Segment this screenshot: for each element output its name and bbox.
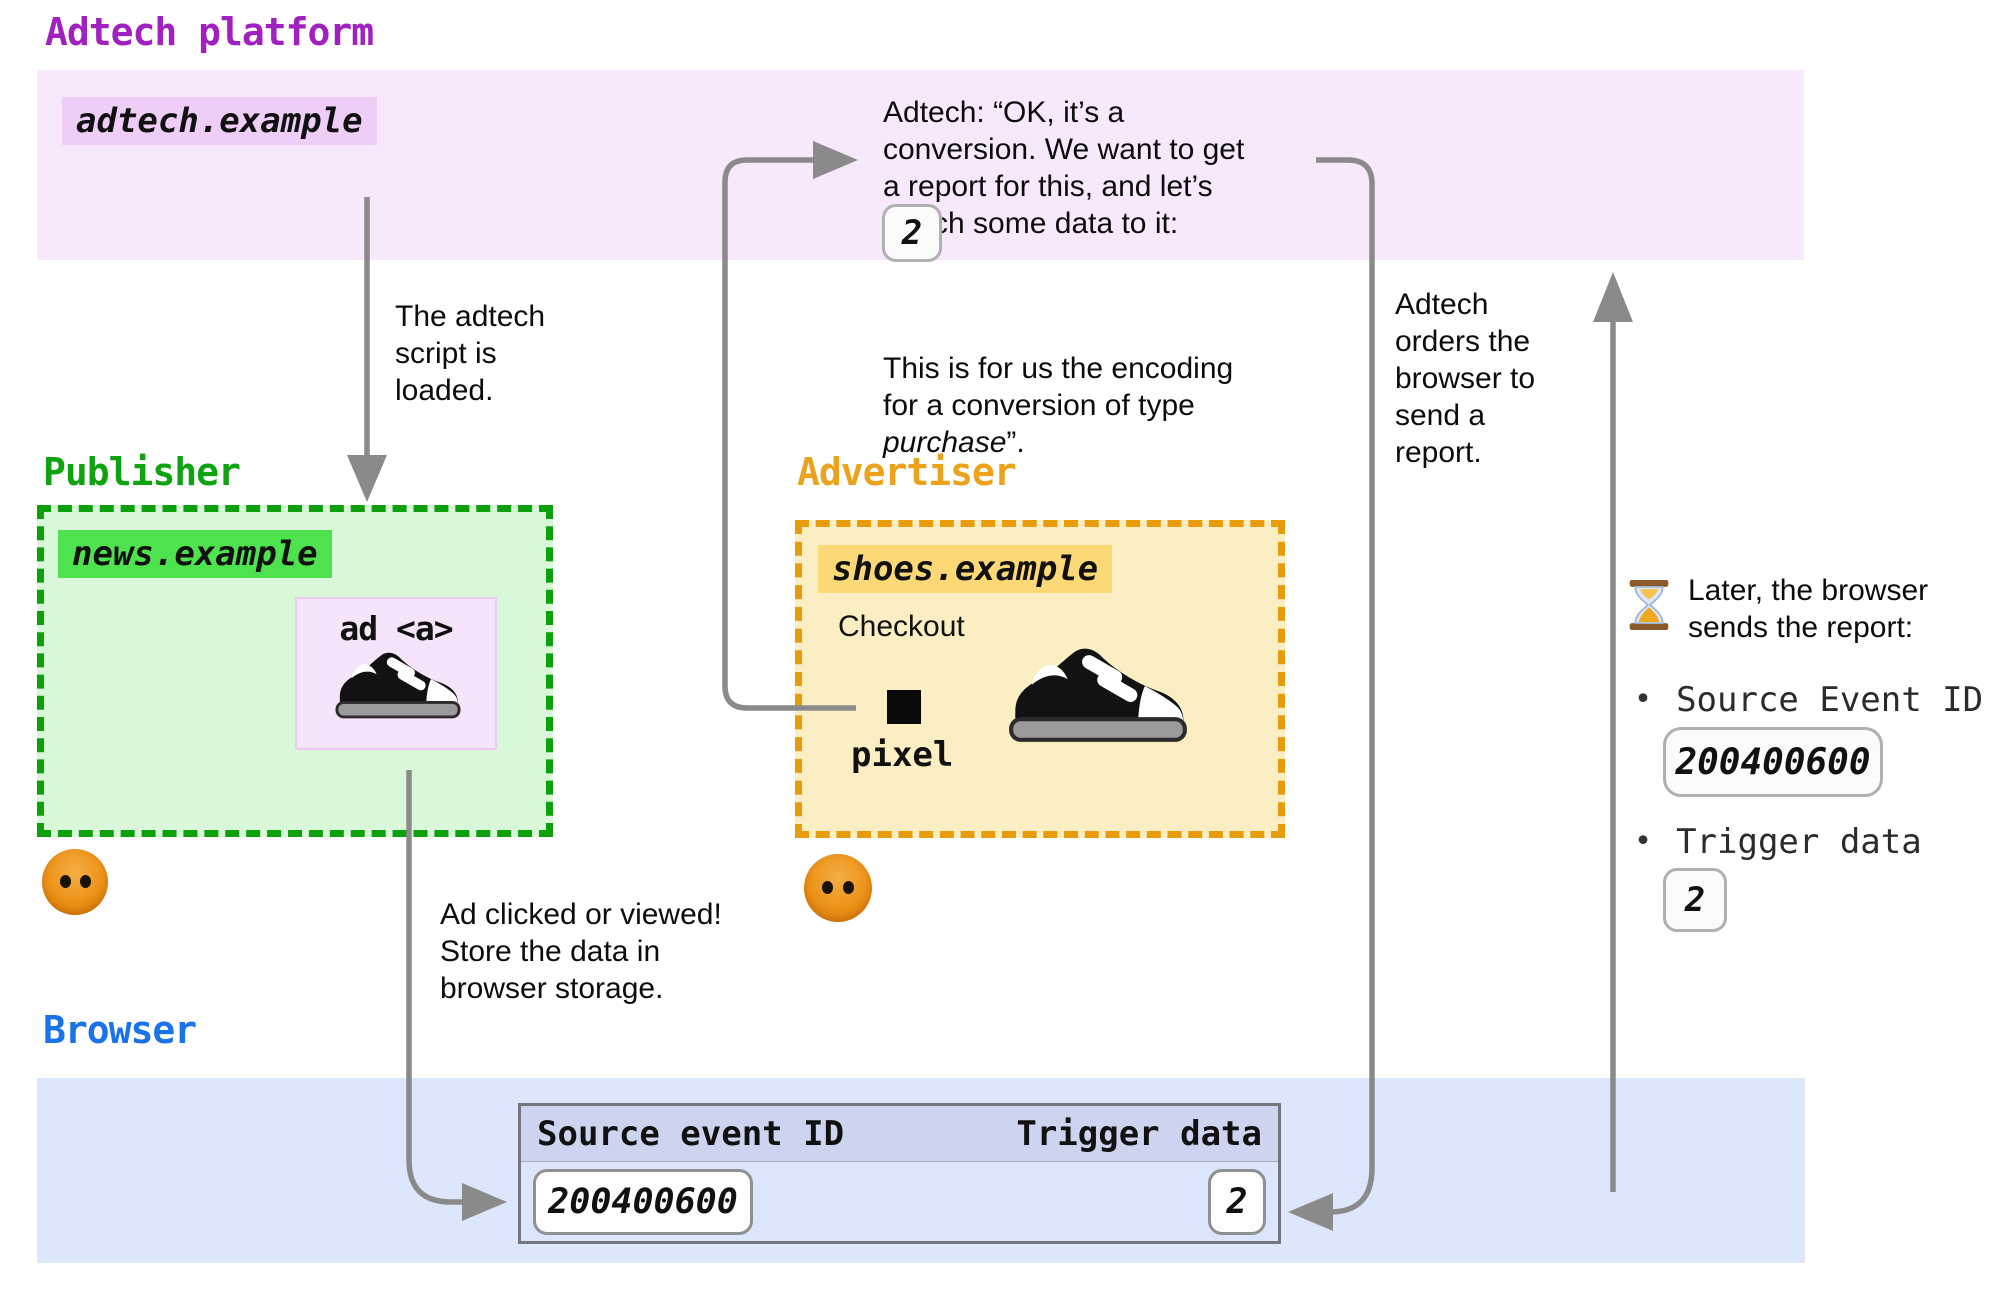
adtech-conversion-quote: Adtech: “OK, it’s a conversion. We want …	[883, 96, 1245, 240]
later-report-note: Later, the browser sends the report:	[1688, 574, 1929, 644]
ad-element[interactable]: ad <a>	[295, 597, 497, 750]
storage-table-header: Source event ID Trigger data	[521, 1106, 1278, 1162]
encoding-note: This is for us the encoding for a conver…	[883, 352, 1234, 459]
report-source-event-item: • Source Event ID	[1634, 680, 1983, 720]
sneaker-icon	[1009, 648, 1187, 742]
report-trigger-data-item: • Trigger data	[1634, 822, 1922, 862]
browser-storage-table: Source event ID Trigger data 200400600 2	[518, 1103, 1281, 1244]
arrow-adtech-to-storage	[1316, 157, 1375, 1215]
report-trigger-data-label: Trigger data	[1676, 822, 1922, 862]
orange-face-icon	[42, 849, 108, 915]
adtech-platform-heading: Adtech platform	[45, 10, 374, 54]
ad-anchor-label: ad <a>	[339, 609, 453, 648]
report-trigger-data-value: 2	[1663, 868, 1727, 932]
header-source-event-id: Source event ID	[537, 1113, 845, 1154]
publisher-domain-label: news.example	[58, 530, 332, 578]
report-source-event-value: 200400600	[1663, 727, 1883, 797]
orange-face-icon	[804, 854, 872, 922]
publisher-heading: Publisher	[43, 450, 241, 494]
adtech-domain-label: adtech.example	[62, 97, 377, 145]
hourglass-icon	[1629, 580, 1669, 630]
ad-clicked-note: Ad clicked or viewed! Store the data in …	[440, 898, 722, 1005]
bullet-icon: •	[1634, 682, 1653, 717]
stored-trigger-data: 2	[1208, 1169, 1266, 1235]
tracking-pixel	[887, 690, 921, 724]
browser-heading: Browser	[43, 1008, 197, 1052]
trigger-data-chip: 2	[882, 204, 942, 262]
purchase-word: purchase	[883, 426, 1007, 459]
checkout-label: Checkout	[838, 610, 965, 643]
arrowhead-up	[1593, 272, 1633, 322]
stored-source-event-id: 200400600	[533, 1169, 753, 1235]
bullet-icon: •	[1634, 824, 1653, 859]
advertiser-domain-label: shoes.example	[818, 545, 1113, 593]
script-loaded-note: The adtech script is loaded.	[395, 300, 546, 407]
sneaker-icon	[335, 652, 461, 719]
report-source-event-label: Source Event ID	[1676, 680, 1984, 720]
storage-table-row: 200400600 2	[521, 1162, 1278, 1242]
pixel-label: pixel	[851, 735, 954, 775]
orders-report-note: Adtech orders the browser to send a repo…	[1395, 288, 1536, 469]
arrowhead-down	[347, 455, 387, 502]
header-trigger-data: Trigger data	[1016, 1113, 1262, 1154]
